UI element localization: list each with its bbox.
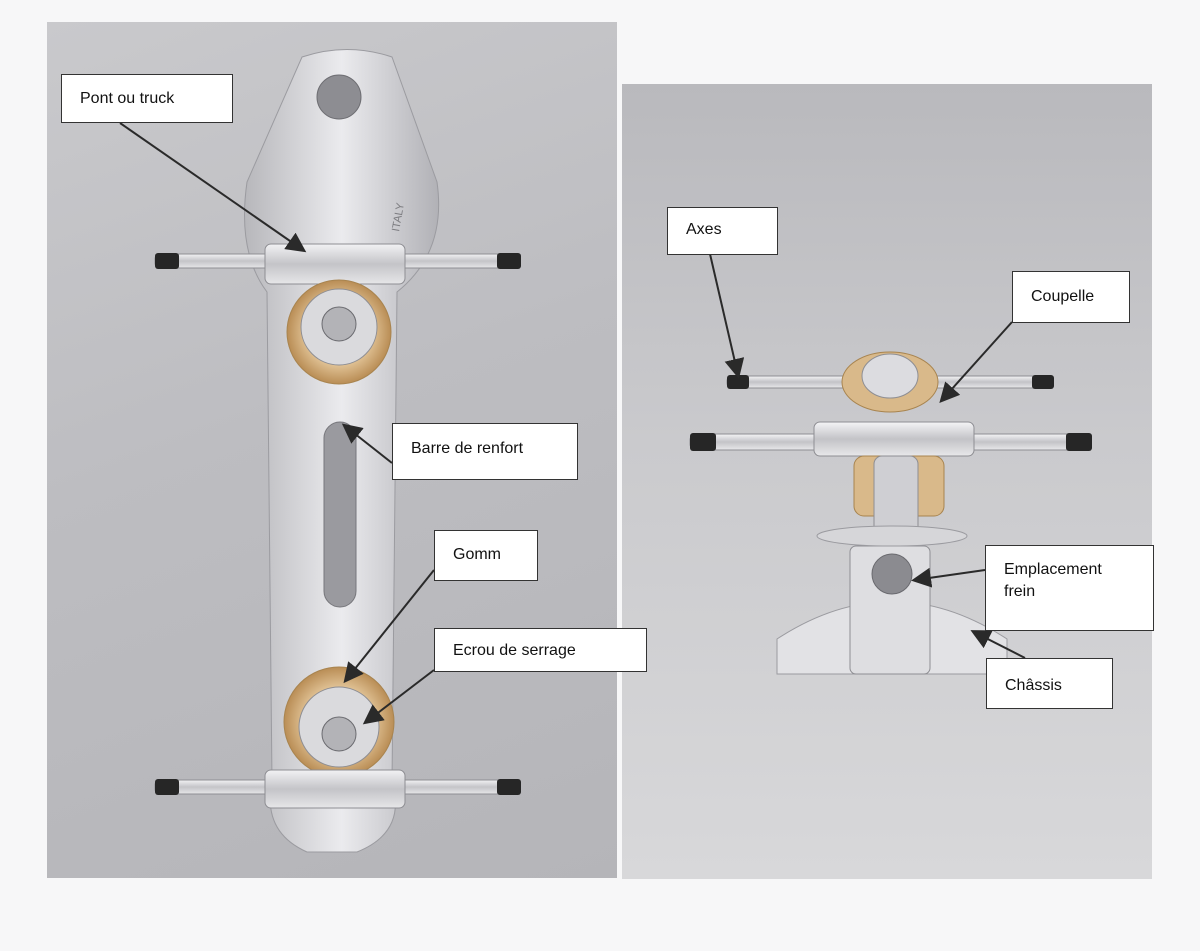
rear-plate-edge [816, 525, 968, 547]
bottom-axle-tip-left [155, 779, 179, 795]
label-emplacement-frein-line1: Emplacement [1004, 561, 1102, 578]
label-chassis: Châssis [986, 658, 1113, 709]
top-truck-hanger [264, 243, 406, 285]
label-ecrou-de-serrage: Ecrou de serrage [434, 628, 647, 672]
bottom-truck-hanger [264, 769, 406, 809]
kingpin-hole [316, 74, 362, 120]
top-nut [321, 306, 357, 342]
label-gomm-text: Gomm [453, 546, 501, 563]
rear-axle-tip-left [727, 375, 749, 389]
label-coupelle-text: Coupelle [1031, 288, 1095, 305]
front-axle-tip-right [1066, 433, 1092, 451]
label-barre-de-renfort-text: Barre de renfort [411, 440, 524, 457]
plate-front-view-photo [622, 84, 1152, 879]
bottom-nut [321, 716, 357, 752]
label-axes-text: Axes [686, 221, 722, 238]
plate-front-view-illustration [689, 351, 1092, 675]
label-emplacement-frein-line2: frein [1004, 583, 1036, 600]
label-gomm: Gomm [434, 530, 538, 581]
label-axes: Axes [667, 207, 778, 255]
label-barre-de-renfort: Barre de renfort [392, 423, 578, 480]
rear-axle-tip-right [1032, 375, 1054, 389]
label-chassis-text: Châssis [1005, 677, 1062, 694]
label-pont-ou-truck-text: Pont ou truck [80, 90, 175, 107]
rear-cup [861, 353, 919, 399]
italy-stamp: ITALY [390, 201, 407, 232]
label-emplacement-frein: Emplacement frein [985, 545, 1154, 631]
top-axle-tip-left [155, 253, 179, 269]
top-axle-tip-right [497, 253, 521, 269]
label-pont-ou-truck: Pont ou truck [61, 74, 233, 123]
bottom-axle-tip-right [497, 779, 521, 795]
front-axle-tip-left [690, 433, 716, 451]
front-hanger [813, 421, 975, 457]
kingpin [873, 455, 919, 537]
label-coupelle: Coupelle [1012, 271, 1130, 323]
label-ecrou-de-serrage-text: Ecrou de serrage [453, 642, 576, 659]
brake-mount-hole [871, 553, 913, 595]
reinforcement-slot [323, 421, 357, 608]
